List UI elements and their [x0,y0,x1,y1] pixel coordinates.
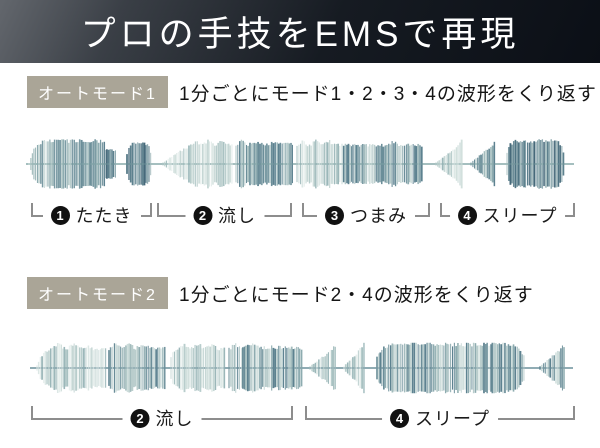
waveform-block [235,139,293,189]
auto-mode-2-waveform [30,342,573,394]
waveform-block [28,139,106,189]
mode-name-label: 流し [218,206,256,226]
mode-number-badge: 4 [390,408,410,428]
waveform-block [162,144,192,184]
waveform-block [506,139,565,189]
page-title: プロの手技をEMSで再現 [80,15,520,54]
auto-mode-1-waveform [26,139,574,189]
mode-bracket-label: 3 つまみ [317,202,415,228]
waveform-block [470,141,496,187]
mode-bracket: 3 つまみ [302,202,430,228]
auto-mode-1-badge: オートモード1 [27,76,168,108]
waveform-block [296,139,341,189]
waveform-block [539,345,565,391]
mode-name-label: たたき [75,206,133,226]
mode-bracket-label: 2 流し [185,202,264,228]
mode-number-badge: 1 [50,205,70,225]
auto-mode-2-description: 1分ごとにモード2・4の波形をくり返す [179,284,534,306]
mode-bracket: 2 流し [157,202,292,228]
mode-number-badge: 4 [457,205,477,225]
waveform-block [108,343,166,393]
waveform-block [126,142,152,186]
waveform-block [435,139,463,189]
mode-name-label: スリープ [415,409,490,429]
mode-number-badge: 3 [325,205,344,225]
auto-mode-2-badge: オートモード2 [27,277,168,309]
auto-mode-1-description: 1分ごとにモード1・2・3・4の波形をくり返す [179,83,597,105]
waveform-block [191,139,233,189]
waveform-block [104,149,116,179]
mode-name-label: つまみ [350,206,407,226]
waveform-block [376,342,525,394]
header-banner: プロの手技をEMSで再現 [0,0,600,63]
waveform-block [309,346,336,390]
mode-number-badge: 2 [193,205,212,225]
waveform-block [36,342,107,394]
waveform-block [341,141,423,187]
waveform-block [228,343,303,393]
mode-name-label: 流し [155,409,194,429]
mode-number-badge: 2 [130,408,150,428]
waveform-block [343,342,365,394]
mode-name-label: スリープ [482,206,558,226]
waveform-block [170,343,226,393]
